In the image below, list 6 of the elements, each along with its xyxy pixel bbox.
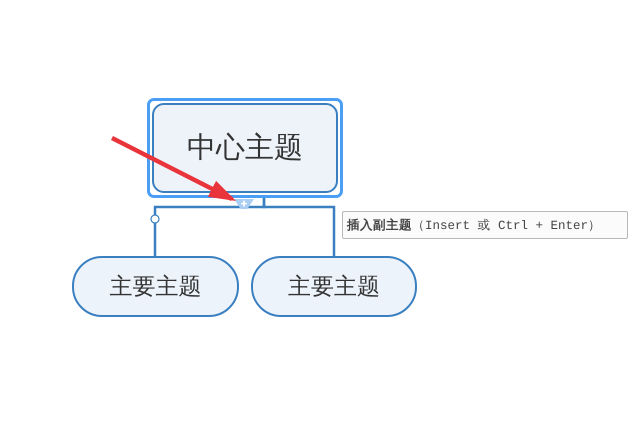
arrow <box>110 136 236 202</box>
main-topic: 主要主题 <box>251 256 417 317</box>
main-topic: 主要主题 <box>72 256 239 317</box>
central-topic: 中心主题 <box>152 103 338 193</box>
connector-line <box>262 198 336 256</box>
tooltip: 插入副主题（Insert 或 Ctrl + Enter） <box>342 211 628 239</box>
